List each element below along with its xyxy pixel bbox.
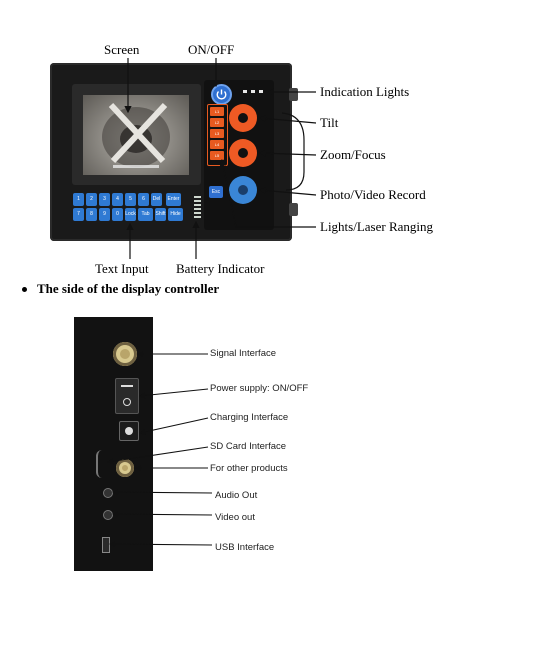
section-heading: The side of the display controller bbox=[22, 281, 219, 297]
label-battery-indicator: Battery Indicator bbox=[176, 261, 265, 276]
key[interactable]: 9 bbox=[99, 208, 110, 221]
charging-port bbox=[119, 421, 139, 441]
key[interactable]: Lock bbox=[125, 208, 136, 221]
key[interactable]: 5 bbox=[125, 193, 136, 206]
key[interactable]: 7 bbox=[73, 208, 84, 221]
section-heading-text: The side of the display controller bbox=[37, 281, 220, 296]
side-knob-bottom bbox=[289, 203, 298, 216]
screen-image bbox=[102, 102, 170, 168]
key[interactable]: 0 bbox=[112, 208, 123, 221]
label-zoom-focus: Zoom/Focus bbox=[320, 147, 386, 162]
label-photo-video-record: Photo/Video Record bbox=[320, 187, 426, 202]
label-tilt: Tilt bbox=[320, 115, 339, 130]
sd-card-slot bbox=[96, 450, 108, 478]
power-icon bbox=[216, 89, 227, 100]
key[interactable]: 2 bbox=[86, 193, 97, 206]
front-leader-lines bbox=[124, 58, 317, 259]
key[interactable]: 3 bbox=[99, 193, 110, 206]
label-signal-interface: Signal Interface bbox=[210, 348, 277, 359]
other-products-port bbox=[116, 459, 134, 477]
label-charging-interface: Charging Interface bbox=[210, 412, 289, 423]
indication-light bbox=[251, 90, 255, 93]
label-audio-out: Audio Out bbox=[215, 490, 258, 501]
esc-button[interactable]: Esc bbox=[209, 186, 223, 198]
label-text-input: Text Input bbox=[95, 261, 149, 276]
key[interactable]: 1 bbox=[73, 193, 84, 206]
key[interactable]: Del bbox=[151, 193, 162, 206]
zoom-focus-dpad[interactable] bbox=[229, 139, 257, 167]
label-sd-card-interface: SD Card Interface bbox=[210, 441, 287, 452]
label-power-supply: Power supply: ON/OFF bbox=[210, 383, 309, 394]
lights-button-group: L1 L2 L3 L4 L5 bbox=[207, 104, 228, 166]
light-button[interactable]: L1 bbox=[210, 107, 224, 116]
label-usb-interface: USB Interface bbox=[215, 542, 275, 553]
label-video-out: Video out bbox=[215, 512, 255, 523]
key[interactable]: Shift bbox=[155, 208, 166, 221]
side-knob-top bbox=[289, 88, 298, 101]
key[interactable]: Enter bbox=[166, 193, 181, 206]
light-button[interactable]: L4 bbox=[210, 140, 224, 149]
label-indication-lights: Indication Lights bbox=[320, 84, 410, 99]
tilt-dpad[interactable] bbox=[229, 104, 257, 132]
label-screen: Screen bbox=[104, 42, 140, 57]
light-button[interactable]: L3 bbox=[210, 129, 224, 138]
key[interactable]: Tab bbox=[138, 208, 153, 221]
photo-video-dpad[interactable] bbox=[229, 176, 257, 204]
battery-indicator bbox=[194, 196, 201, 220]
light-button[interactable]: L2 bbox=[210, 118, 224, 127]
power-switch bbox=[115, 378, 139, 414]
indication-light bbox=[243, 90, 247, 93]
key[interactable]: Hide bbox=[168, 208, 183, 221]
text-input-keypad: 1 2 3 4 5 6 Del Enter 7 8 9 0 Lock Tab S… bbox=[73, 191, 186, 224]
key[interactable]: 6 bbox=[138, 193, 149, 206]
label-for-other-products: For other products bbox=[210, 463, 288, 474]
key[interactable]: 4 bbox=[112, 193, 123, 206]
light-button[interactable]: L5 bbox=[210, 151, 224, 160]
bullet-icon bbox=[22, 286, 27, 292]
key[interactable]: 8 bbox=[86, 208, 97, 221]
signal-interface-port bbox=[113, 342, 137, 366]
indication-light bbox=[259, 90, 263, 93]
screen bbox=[83, 95, 189, 175]
label-on-off: ON/OFF bbox=[188, 42, 235, 57]
side-leader-lines bbox=[106, 350, 213, 548]
label-lights-laser-ranging: Lights/Laser Ranging bbox=[320, 219, 434, 234]
